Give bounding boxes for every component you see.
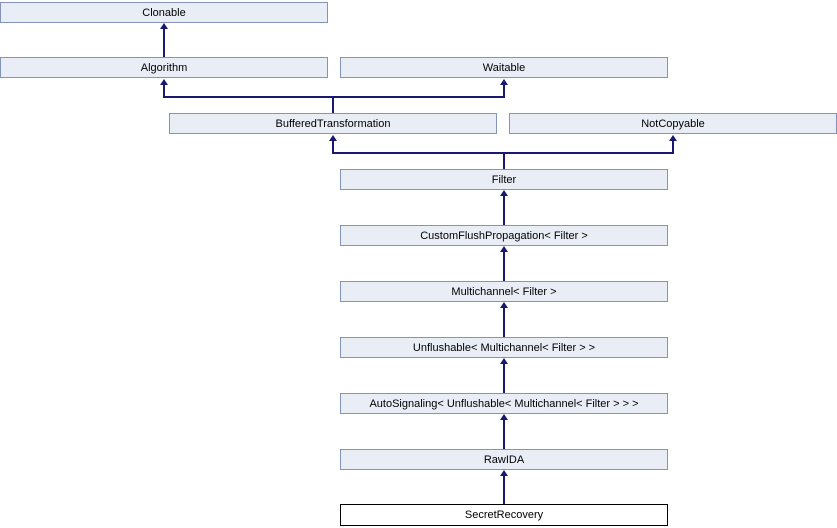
arrowhead-icon (500, 190, 508, 196)
arrowhead-icon (500, 302, 508, 308)
class-node-algorithm[interactable]: Algorithm (0, 57, 328, 78)
class-node-rawida[interactable]: RawIDA (340, 449, 668, 470)
class-node-customflushpropagation[interactable]: CustomFlushPropagation< Filter > (340, 225, 668, 246)
edge-line (503, 152, 505, 169)
edge-line (503, 252, 505, 281)
class-node-filter[interactable]: Filter (340, 169, 668, 190)
edge-line (163, 28, 165, 57)
arrowhead-icon (669, 135, 677, 141)
arrowhead-icon (500, 246, 508, 252)
edge-line (163, 84, 165, 96)
arrowhead-icon (160, 79, 168, 85)
edge-line (503, 420, 505, 449)
class-node-waitable[interactable]: Waitable (340, 57, 668, 78)
arrowhead-icon (500, 79, 508, 85)
edge-line (503, 364, 505, 393)
arrowhead-icon (500, 414, 508, 420)
edge-line (163, 96, 505, 98)
edge-line (503, 196, 505, 225)
edge-line (503, 308, 505, 337)
arrowhead-icon (500, 358, 508, 364)
edge-line (332, 140, 334, 152)
class-node-secretrecovery-current: SecretRecovery (340, 504, 668, 526)
edge-line (503, 84, 505, 96)
class-node-clonable[interactable]: Clonable (0, 2, 328, 23)
class-node-notcopyable[interactable]: NotCopyable (509, 113, 837, 134)
edge-line (332, 96, 334, 113)
arrowhead-icon (329, 135, 337, 141)
class-node-unflushable[interactable]: Unflushable< Multichannel< Filter > > (340, 337, 668, 358)
class-node-autosignaling[interactable]: AutoSignaling< Unflushable< Multichannel… (340, 393, 668, 414)
edge-line (332, 152, 674, 154)
arrowhead-icon (160, 23, 168, 29)
edge-line (672, 140, 674, 152)
class-node-bufferedtransformation[interactable]: BufferedTransformation (169, 113, 497, 134)
class-node-multichannel[interactable]: Multichannel< Filter > (340, 281, 668, 302)
edge-line (503, 476, 505, 504)
arrowhead-icon (500, 470, 508, 476)
